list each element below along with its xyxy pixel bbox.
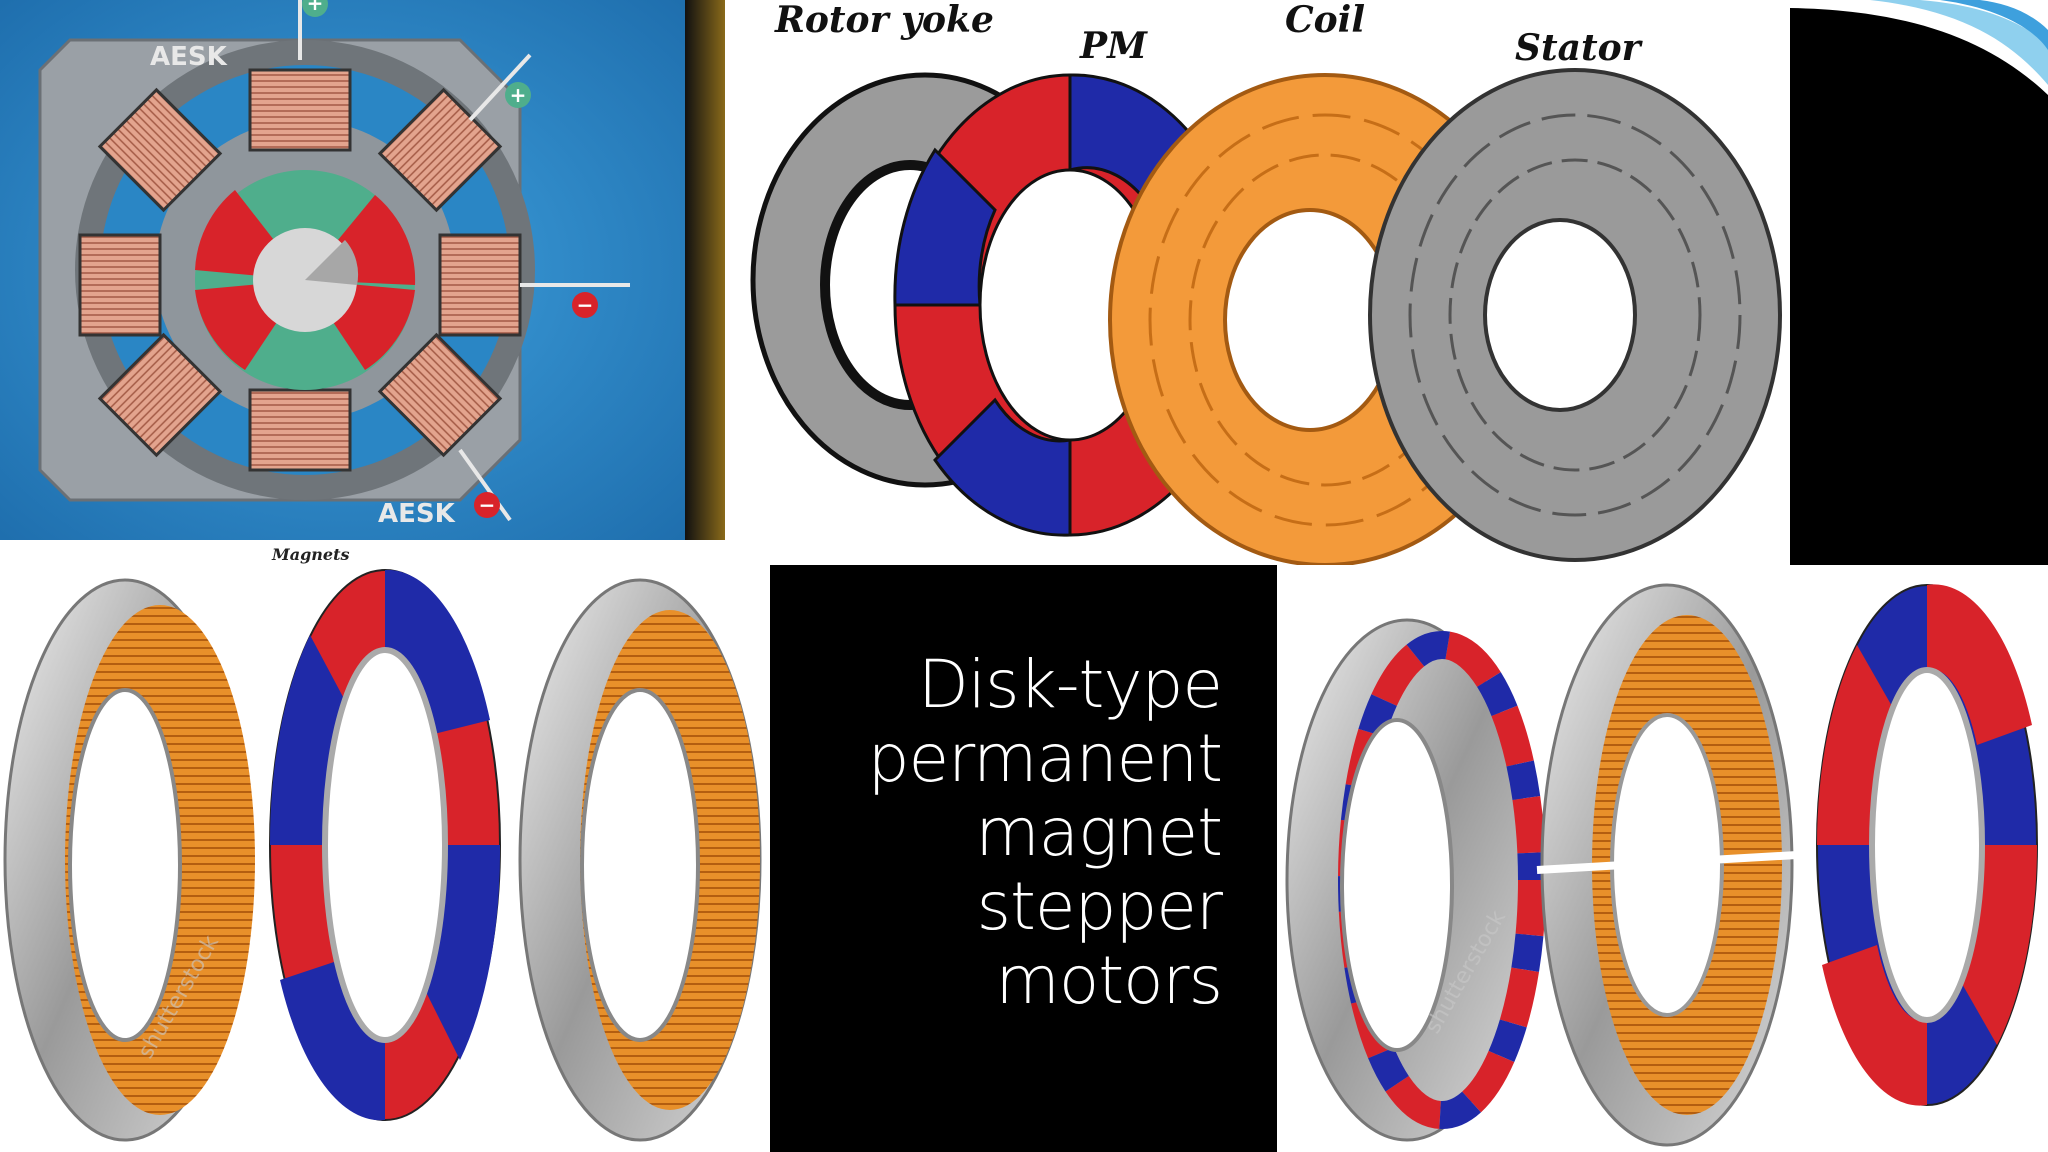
stator-disk-right bbox=[518, 578, 762, 1142]
rotor bbox=[195, 170, 416, 390]
disk-models-left-svg: Magnets shutterstock bbox=[3, 545, 762, 1142]
stepper-motor-diagram: + + − − AESK AESK bbox=[0, 0, 685, 540]
title-line-5: motors bbox=[995, 942, 1223, 1019]
aesk-logo-top: AESK bbox=[150, 42, 228, 72]
stator-disk-left bbox=[3, 578, 255, 1142]
svg-text:+: + bbox=[307, 0, 324, 15]
rotor-disk-with-magnets bbox=[1285, 618, 1546, 1142]
exploded-view-svg: Rotor yoke PM Coil Stator bbox=[685, 0, 1782, 565]
terminal-minus: − bbox=[572, 292, 598, 318]
disk-models-right: shutterstock bbox=[1277, 565, 2048, 1152]
title-line-2: permanent bbox=[867, 720, 1223, 797]
decorative-corner bbox=[1790, 0, 2048, 565]
stator-coils bbox=[78, 68, 522, 472]
stepper-motor-svg: + + − − AESK AESK bbox=[0, 0, 685, 540]
terminal-minus-bottom: − bbox=[474, 492, 500, 518]
slide-title: Disk-type permanent magnet stepper motor… bbox=[867, 646, 1223, 1019]
title-line-4: stepper bbox=[976, 868, 1223, 945]
disk-models-left: Magnets shutterstock bbox=[0, 540, 770, 1152]
terminal-plus: + bbox=[505, 82, 531, 108]
label-coil: Coil bbox=[1285, 0, 1365, 41]
label-rotor-yoke: Rotor yoke bbox=[774, 0, 994, 41]
svg-text:+: + bbox=[510, 83, 527, 107]
stator-with-coils bbox=[1536, 583, 1798, 1147]
exploded-view-diagram: Rotor yoke PM Coil Stator bbox=[685, 0, 1790, 565]
terminal-plus-top: + bbox=[302, 0, 328, 17]
label-magnets: Magnets bbox=[271, 545, 349, 564]
svg-text:−: − bbox=[577, 293, 594, 317]
magnet-ring bbox=[269, 569, 501, 1121]
title-line-1: Disk-type bbox=[917, 646, 1223, 723]
svg-text:−: − bbox=[479, 493, 496, 517]
magnet-ring-right bbox=[1816, 584, 2038, 1106]
stator bbox=[1368, 68, 1782, 562]
decorative-corner-svg bbox=[1790, 0, 2048, 565]
label-pm: PM bbox=[1079, 25, 1148, 67]
title-line-3: magnet bbox=[975, 794, 1223, 871]
aesk-logo-bottom: AESK bbox=[378, 499, 456, 529]
title-block: Disk-type permanent magnet stepper motor… bbox=[770, 588, 1277, 1152]
label-stator: Stator bbox=[1515, 27, 1644, 69]
disk-models-right-svg: shutterstock bbox=[1285, 583, 2038, 1147]
